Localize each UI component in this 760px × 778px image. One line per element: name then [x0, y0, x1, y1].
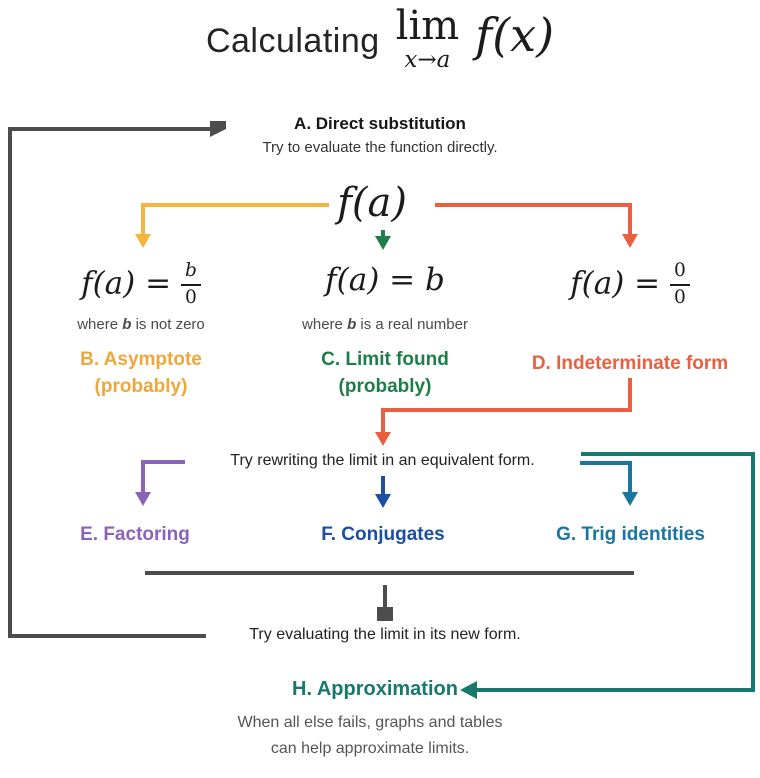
evaluate-line-vertical: [383, 585, 387, 609]
step-h-desc-line2: can help approximate limits.: [270, 740, 470, 757]
note-c-pre: where: [302, 316, 348, 333]
rewrite-line-from-d-vertical: [628, 378, 632, 412]
method-g-line-horizontal: [580, 461, 632, 465]
category-c-line1: C. Limit found: [321, 349, 449, 370]
formula-d-lhs: f(a): [570, 265, 625, 302]
rewrite-line-from-d-horizontal: [381, 408, 632, 412]
branch-d-line-vertical: [628, 203, 632, 236]
formula-c: f(a) = b: [285, 262, 485, 298]
arrowhead-evaluate: [377, 607, 393, 621]
fa-expression: f(a): [337, 180, 407, 226]
method-g-label: G. Trig identities: [556, 524, 705, 545]
arrowhead-method-g: [622, 492, 638, 506]
formula-d-numerator: 0: [674, 260, 686, 281]
formula-c-rhs: b: [425, 262, 445, 298]
category-b-line1: B. Asymptote: [80, 349, 202, 370]
formula-b-denominator: 0: [180, 283, 201, 308]
step-a-desc: Try to evaluate the function directly.: [262, 139, 498, 156]
category-c-line2: (probably): [338, 376, 432, 397]
category-c: C. Limit found (probably): [285, 346, 485, 400]
method-g-line-vertical: [628, 461, 632, 494]
formula-c-lhs: f(a): [325, 262, 380, 298]
title-word: Calculating: [205, 22, 380, 60]
formula-b-lhs: f(a): [81, 265, 136, 302]
note-b-pre: where: [77, 316, 123, 333]
formula-b-eq: =: [145, 265, 172, 302]
arrowhead-branch-d: [622, 234, 638, 248]
step-h-label: H. Approximation: [292, 678, 458, 700]
branch-b-line-vertical: [141, 203, 145, 236]
step-h-desc-line1: When all else fails, graphs and tables: [237, 714, 503, 731]
category-d: D. Indeterminate form: [531, 353, 729, 374]
arrowhead-rewrite: [375, 432, 391, 446]
evaluate-instruction: Try evaluating the limit in its new form…: [249, 626, 521, 643]
step-h-desc: When all else fails, graphs and tables c…: [205, 710, 535, 762]
note-c-var: b: [347, 316, 357, 333]
h-line-bottom-horizontal: [475, 688, 755, 692]
branch-c-line-vertical: [381, 230, 385, 238]
arrowhead-to-direct-substitution: [210, 121, 226, 137]
h-line-top-horizontal: [581, 452, 755, 456]
note-c-post: is a real number: [356, 316, 468, 333]
title-limit-notation: lim x→a: [396, 6, 460, 72]
formula-b-numerator: b: [184, 260, 197, 281]
arrowhead-branch-b: [135, 234, 151, 248]
rewrite-instruction: Try rewriting the limit in an equivalent…: [230, 452, 535, 469]
method-f-line-vertical: [381, 476, 385, 496]
page-title: Calculating lim x→a f(x): [0, 6, 760, 72]
branch-d-line-horizontal: [435, 203, 632, 207]
note-b-post: is not zero: [131, 316, 205, 333]
note-b-var: b: [122, 316, 132, 333]
lim-operator: lim: [395, 3, 460, 49]
lim-subscript: x→a: [404, 47, 451, 73]
formula-d-eq: =: [634, 265, 661, 302]
rewrite-line-from-d-drop: [381, 408, 385, 434]
method-e-line-horizontal: [141, 460, 185, 464]
separator-line: [145, 571, 634, 575]
note-c: where b is a real number: [265, 316, 505, 333]
loop-line-top: [8, 127, 210, 131]
note-b: where b is not zero: [41, 316, 241, 333]
category-b-line2: (probably): [94, 376, 188, 397]
arrowhead-method-e: [135, 492, 151, 506]
formula-d-denominator: 0: [670, 283, 690, 308]
formula-c-eq: =: [389, 262, 416, 298]
method-e-label: E. Factoring: [80, 524, 190, 545]
arrowhead-to-approximation: [460, 681, 477, 699]
method-f-label: F. Conjugates: [321, 524, 445, 545]
arrowhead-branch-c: [375, 236, 391, 250]
method-e-line-vertical: [141, 460, 145, 494]
loop-line-bottom: [8, 634, 206, 638]
branch-b-line-horizontal: [141, 203, 329, 207]
title-fx: f(x): [475, 8, 555, 62]
step-a-label: A. Direct substitution: [294, 114, 466, 133]
category-b: B. Asymptote (probably): [41, 346, 241, 400]
loop-line-vertical: [8, 127, 12, 638]
h-line-right-vertical: [751, 452, 755, 692]
arrowhead-method-f: [375, 494, 391, 508]
